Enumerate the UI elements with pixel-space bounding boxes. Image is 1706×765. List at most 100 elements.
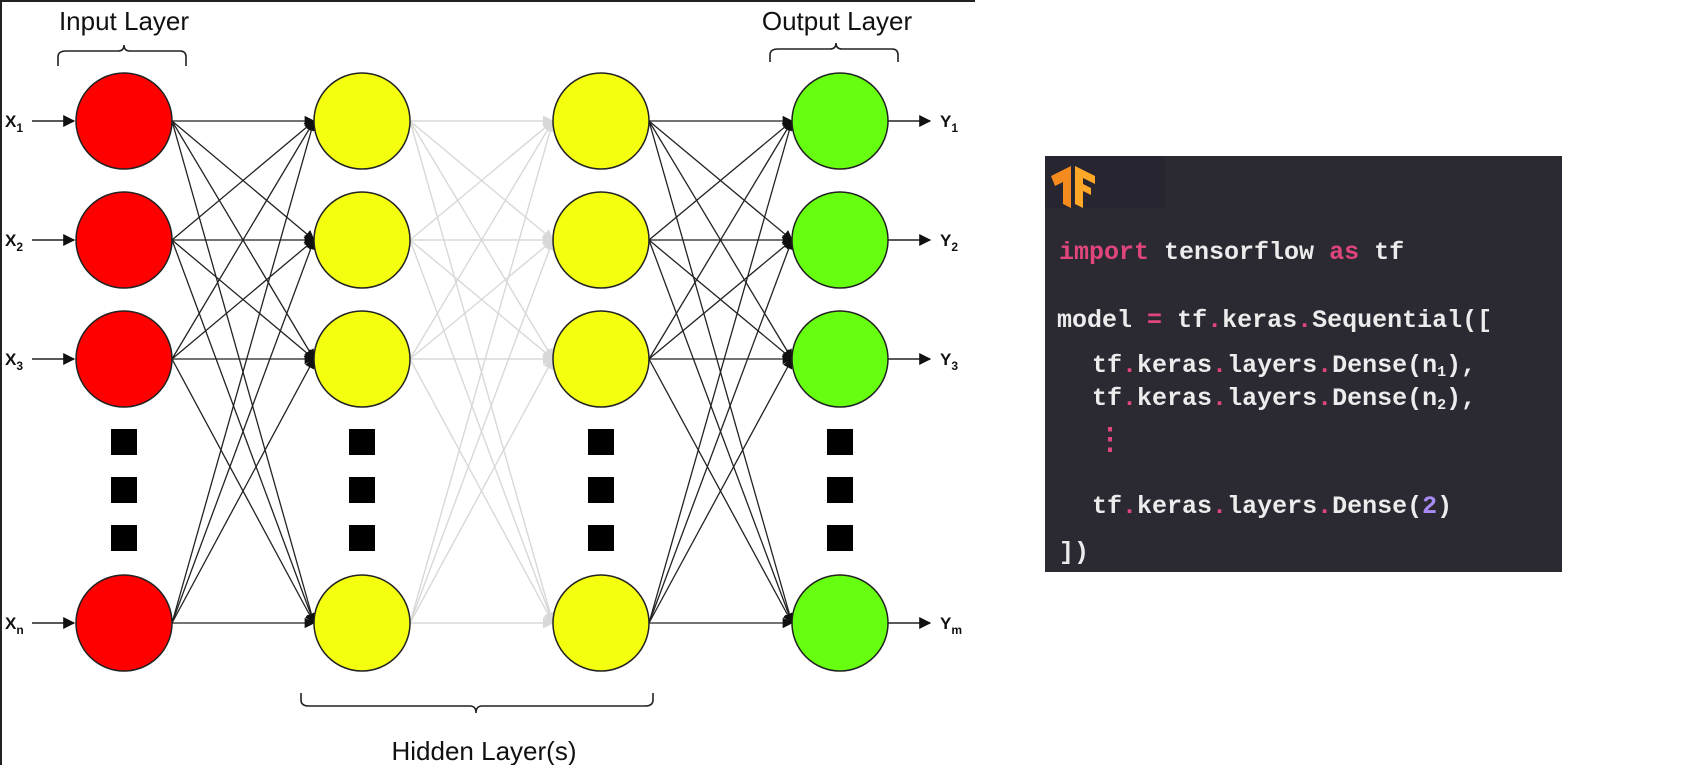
code-snippet-card: import tensorflow as tf model = tf.keras… xyxy=(1045,156,1562,572)
input-node xyxy=(75,191,173,289)
code-token: ]) xyxy=(1059,538,1090,567)
keyword-import: import xyxy=(1059,238,1150,267)
ellipsis-square xyxy=(588,477,614,503)
connection-line xyxy=(409,238,555,624)
code-token: keras xyxy=(1137,384,1213,413)
output-layer-brace xyxy=(769,42,899,62)
ellipsis-square xyxy=(588,429,614,455)
connection-line xyxy=(648,358,793,624)
code-token: keras xyxy=(1222,306,1298,335)
code-number: 2 xyxy=(1422,492,1438,521)
connection-line xyxy=(409,239,554,360)
ellipsis-square xyxy=(827,525,853,551)
hidden-1-node xyxy=(313,72,411,170)
connection-line xyxy=(648,239,794,624)
code-token: ), xyxy=(1446,351,1477,380)
connections-group xyxy=(171,115,795,629)
code-line-7: ]) xyxy=(1059,538,1089,567)
code-token: layers xyxy=(1227,492,1318,521)
ellipsis-square xyxy=(827,429,853,455)
code-token: n xyxy=(1422,384,1438,413)
code-token: ), xyxy=(1446,384,1477,413)
hidden-layer-brace xyxy=(300,693,654,714)
connection-line xyxy=(648,120,793,241)
connection-line xyxy=(171,119,317,624)
code-token: layers xyxy=(1227,351,1318,380)
connection-line xyxy=(409,120,554,360)
code-token: keras xyxy=(1137,492,1213,521)
input-label: X2 xyxy=(5,231,23,254)
code-subscript: 1 xyxy=(1437,364,1447,381)
hidden-2-node xyxy=(552,191,650,289)
input-label: Xn xyxy=(5,614,24,637)
code-token: tf xyxy=(1092,351,1123,380)
hidden-1-node xyxy=(313,191,411,289)
code-token: Dense( xyxy=(1332,492,1423,521)
connection-line xyxy=(648,239,793,360)
code-token: tf xyxy=(1177,306,1208,335)
hidden-2-node xyxy=(552,310,650,408)
neural-network-diagram: Input Layer Output Layer Hidden Layer(s)… xyxy=(0,0,975,765)
module-name: tensorflow xyxy=(1164,238,1315,267)
input-label: X3 xyxy=(5,350,23,373)
connection-line xyxy=(648,120,793,360)
code-token: n xyxy=(1422,351,1438,380)
hidden-2-node xyxy=(552,574,650,672)
connection-line xyxy=(409,119,556,624)
module-alias: tf xyxy=(1374,238,1405,267)
code-line-2: model = tf.keras.Sequential([ xyxy=(1057,306,1493,335)
connection-line xyxy=(648,119,795,624)
connection-line xyxy=(171,120,315,360)
code-line-1: import tensorflow as tf xyxy=(1059,238,1404,267)
output-node xyxy=(791,574,889,672)
code-token: ) xyxy=(1437,492,1453,521)
ellipsis-square xyxy=(827,477,853,503)
code-token: Sequential([ xyxy=(1312,306,1493,335)
keyword-as: as xyxy=(1329,238,1360,267)
connection-line xyxy=(171,239,315,360)
output-node xyxy=(791,310,889,408)
connection-line xyxy=(171,358,315,624)
tensorflow-logo-icon xyxy=(1045,156,1165,208)
code-token: tf xyxy=(1092,492,1123,521)
ellipsis-square xyxy=(349,477,375,503)
code-token: Dense( xyxy=(1332,384,1423,413)
input-label: X1 xyxy=(5,112,23,135)
ellipsis-square xyxy=(349,429,375,455)
variable-model: model xyxy=(1057,306,1133,335)
ellipsis-square xyxy=(349,525,375,551)
hidden-1-node xyxy=(313,574,411,672)
input-layer-label: Input Layer xyxy=(59,6,189,36)
hidden-1-node xyxy=(313,310,411,408)
output-node xyxy=(791,191,889,289)
input-node xyxy=(75,574,173,672)
output-label: Ym xyxy=(940,614,962,637)
code-line-6: tf.keras.layers.Dense(2) xyxy=(1092,492,1453,521)
code-subscript: 2 xyxy=(1437,397,1447,414)
code-token: keras xyxy=(1137,351,1213,380)
connection-line xyxy=(409,120,554,241)
input-layer-brace xyxy=(57,44,187,66)
connection-line xyxy=(171,239,316,624)
code-line-3: tf.keras.layers.Dense(n1), xyxy=(1092,351,1477,381)
code-token: layers xyxy=(1227,384,1318,413)
output-node xyxy=(791,72,889,170)
output-layer-label: Output Layer xyxy=(762,6,913,36)
hidden-layer-label: Hidden Layer(s) xyxy=(392,736,577,765)
code-line-4: tf.keras.layers.Dense(n2), xyxy=(1092,384,1477,414)
hidden-2-node xyxy=(552,72,650,170)
code-token: tf xyxy=(1092,384,1123,413)
input-node xyxy=(75,310,173,408)
connection-line xyxy=(409,358,554,624)
assign-operator: = xyxy=(1147,306,1163,335)
ellipsis-square xyxy=(111,477,137,503)
code-ellipsis: ⋮ xyxy=(1095,425,1125,459)
tensorflow-logo-glyph xyxy=(1051,166,1095,208)
ellipsis-square xyxy=(111,429,137,455)
code-token: Dense( xyxy=(1332,351,1423,380)
output-label: Y3 xyxy=(940,350,958,373)
ellipsis-square xyxy=(588,525,614,551)
nodes-group xyxy=(75,72,889,672)
output-label: Y2 xyxy=(940,231,958,254)
